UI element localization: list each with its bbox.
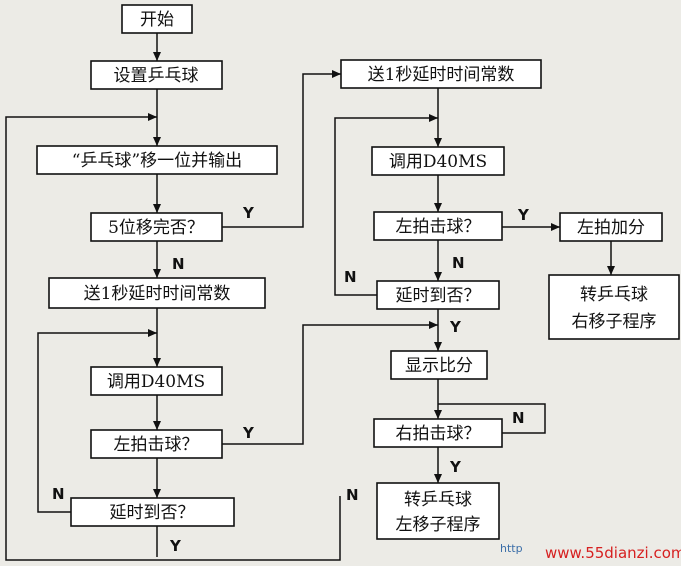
svg-text:转乒乓球: 转乒乓球	[404, 490, 472, 510]
node-start: 开始	[121, 4, 193, 34]
svg-text:N: N	[52, 485, 65, 503]
node-to-right-sub: 转乒乓球 右移子程序	[548, 274, 680, 340]
svg-text:开始: 开始	[140, 10, 174, 30]
node-delay-left: 延时到否？	[70, 497, 235, 527]
svg-text:调用D40MS: 调用D40MS	[107, 372, 205, 392]
node-setup: 设置乒乓球	[90, 60, 223, 90]
svg-text:送1秒延时时间常数: 送1秒延时时间常数	[368, 65, 515, 85]
node-send-right: 送1秒延时时间常数	[340, 59, 542, 89]
svg-text:左拍击球？: 左拍击球？	[396, 217, 481, 237]
svg-text:N: N	[172, 255, 185, 273]
svg-text:“乒乓球”移一位并输出: “乒乓球”移一位并输出	[72, 151, 242, 171]
svg-text:Y: Y	[449, 318, 462, 336]
svg-text:右移子程序: 右移子程序	[572, 312, 657, 332]
connectors	[5, 33, 615, 561]
node-hit-right2: 右拍击球？	[373, 418, 503, 448]
svg-text:转乒乓球: 转乒乓球	[580, 285, 648, 305]
node-hit-right: 左拍击球？	[373, 211, 503, 241]
svg-text:Y: Y	[449, 458, 462, 476]
svg-text:N: N	[346, 486, 359, 504]
svg-text:调用D40MS: 调用D40MS	[389, 152, 487, 172]
node-send-left: 送1秒延时时间常数	[48, 277, 266, 309]
watermark-prefix: http	[500, 542, 523, 555]
node-to-left-sub: 转乒乓球 左移子程序	[376, 482, 500, 540]
svg-text:延时到否？: 延时到否？	[110, 503, 195, 523]
watermark-site: www.55dianzi.com	[545, 544, 681, 562]
svg-text:Y: Y	[242, 424, 255, 442]
node-call-right: 调用D40MS	[371, 146, 505, 176]
node-done5: 5位移完否？	[90, 212, 223, 242]
svg-text:Y: Y	[169, 537, 182, 555]
node-show-score: 显示比分	[390, 350, 488, 380]
node-call-left: 调用D40MS	[90, 366, 223, 396]
svg-text:N: N	[452, 254, 465, 272]
svg-text:左拍击球？: 左拍击球？	[114, 435, 199, 455]
svg-text:设置乒乓球: 设置乒乓球	[114, 66, 199, 86]
svg-text:5位移完否？: 5位移完否？	[108, 218, 204, 238]
svg-text:N: N	[512, 409, 525, 427]
svg-text:左移子程序: 左移子程序	[396, 515, 481, 535]
node-hit-left: 左拍击球？	[90, 429, 223, 459]
svg-text:送1秒延时时间常数: 送1秒延时时间常数	[84, 284, 231, 304]
svg-text:Y: Y	[517, 206, 530, 224]
node-add-score: 左拍加分	[559, 212, 663, 242]
branch-labels: Y N Y N Y Y N N Y N Y N	[52, 204, 530, 555]
svg-text:Y: Y	[242, 204, 255, 222]
svg-text:显示比分: 显示比分	[405, 356, 473, 376]
node-shift: “乒乓球”移一位并输出	[36, 145, 278, 175]
svg-text:右拍击球？: 右拍击球？	[396, 424, 481, 444]
svg-text:延时到否？: 延时到否？	[396, 286, 481, 306]
svg-text:N: N	[344, 268, 357, 286]
node-delay-right: 延时到否？	[376, 280, 500, 310]
svg-text:左拍加分: 左拍加分	[577, 218, 645, 238]
